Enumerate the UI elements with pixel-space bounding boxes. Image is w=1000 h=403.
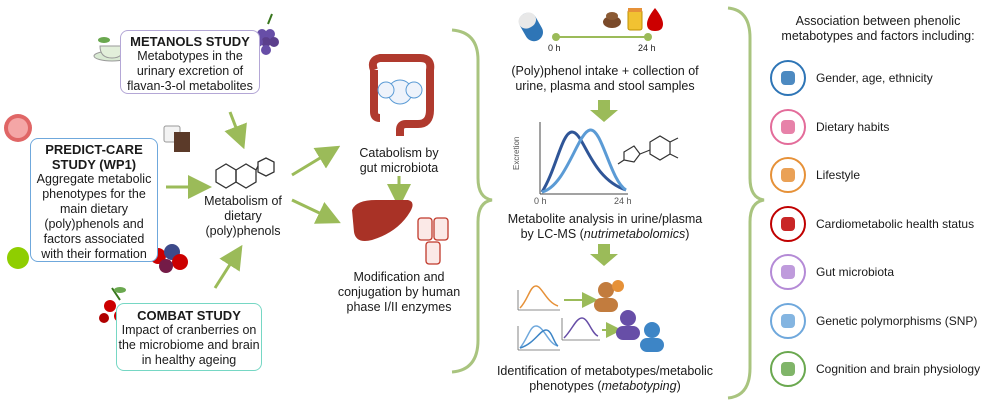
timeline-end-dot [644,33,652,41]
flavan-structure [215,157,275,189]
predict-care-title: PREDICT-CARE STUDY (WP1) [45,142,143,172]
chart-x-start: 0 h [534,196,547,206]
arrow-down-2 [590,244,618,266]
arrow-down-1 [590,100,618,122]
identification-emphasis: metabotyping [601,379,677,393]
analysis-label: Metabolite analysis in urine/plasma by L… [500,212,710,242]
molecule-valerolactone [617,135,679,165]
analysis-emphasis: nutrimetabolomics [583,227,686,241]
chart-x-end: 24 h [614,196,632,206]
factor-label: Lifestyle [816,168,861,182]
factor-label: Dietary habits [816,119,890,134]
combat-desc: Impact of cranberries on the microbiome … [118,323,260,367]
coffee-chocolate-icon [163,125,190,152]
combat-title: COMBAT STUDY [137,308,241,323]
catabolism-label: Catabolism by gut microbiota [359,146,439,175]
identification-label: Identification of metabotypes/metabolic … [495,364,715,394]
intake-label: (Poly)phenol intake + collection of urin… [511,64,699,93]
clipboard-icon [770,157,806,193]
combat-study-box: COMBAT STUDY Impact of cranberries on th… [116,303,262,371]
curve-lightblue [541,128,627,194]
arrow-to-catabolism [291,145,341,177]
identification-close: ) [676,379,681,393]
brace-right [727,6,765,400]
predict-care-study-box: PREDICT-CARE STUDY (WP1) Aggregate metab… [30,138,158,262]
arrow-combat [213,244,243,289]
liver-icon [352,200,413,241]
arrow-to-modification [291,198,341,224]
cells-icon [417,217,449,265]
association-heading: Association between phenolic metabotypes… [781,14,975,43]
timeline-start-dot [552,33,560,41]
brace-left [451,28,493,374]
sample-icons [603,8,663,31]
identification-text: Identification of metabotypes/metabolic … [496,364,714,393]
predict-care-desc: Aggregate metabolic phenotypes for the m… [36,172,152,261]
modification-label: Modification and conjugation by human ph… [337,270,461,314]
metabotyping-charts [517,285,622,351]
brain-icon [770,351,806,387]
dietary-metabolism-label: Metabolism of dietary (poly)phenols [204,194,282,238]
metanols-title: METANOLS STUDY [130,34,250,49]
timeline-end-label: 24 h [638,43,656,53]
people-clusters-icon [594,280,664,352]
factor-label: Genetic polymorphisms (SNP) [816,313,978,328]
heart-pulse-icon [770,205,806,242]
factor-label: Cognition and brain physiology [816,362,981,376]
factor-label: Gut microbiota [816,265,895,279]
factor-label: Gender, age, ethnicity [816,71,933,85]
analysis-text: Metabolite analysis in urine/plasma by L… [507,212,703,241]
analysis-close: ) [685,227,690,241]
person-info-icon [770,60,806,96]
factor-label: Cardiometabolic health status [816,216,975,231]
chart-ylabel: Excretion [512,136,521,170]
curve-blue [540,130,627,193]
bacteria-icon [770,254,806,290]
dna-icon [770,302,806,339]
metanols-study-box: METANOLS STUDY Metabotypes in the urinar… [120,30,260,94]
apple-icon [7,247,29,269]
arrow-metanols [224,111,247,150]
metanols-desc: Metabotypes in the urinary excretion of … [127,49,253,93]
excretion-chart [539,122,628,195]
gut-icon [368,54,435,136]
plate-cutlery-icon [770,108,806,145]
timeline-start-label: 0 h [548,43,561,53]
grapefruit-icon [4,114,32,142]
